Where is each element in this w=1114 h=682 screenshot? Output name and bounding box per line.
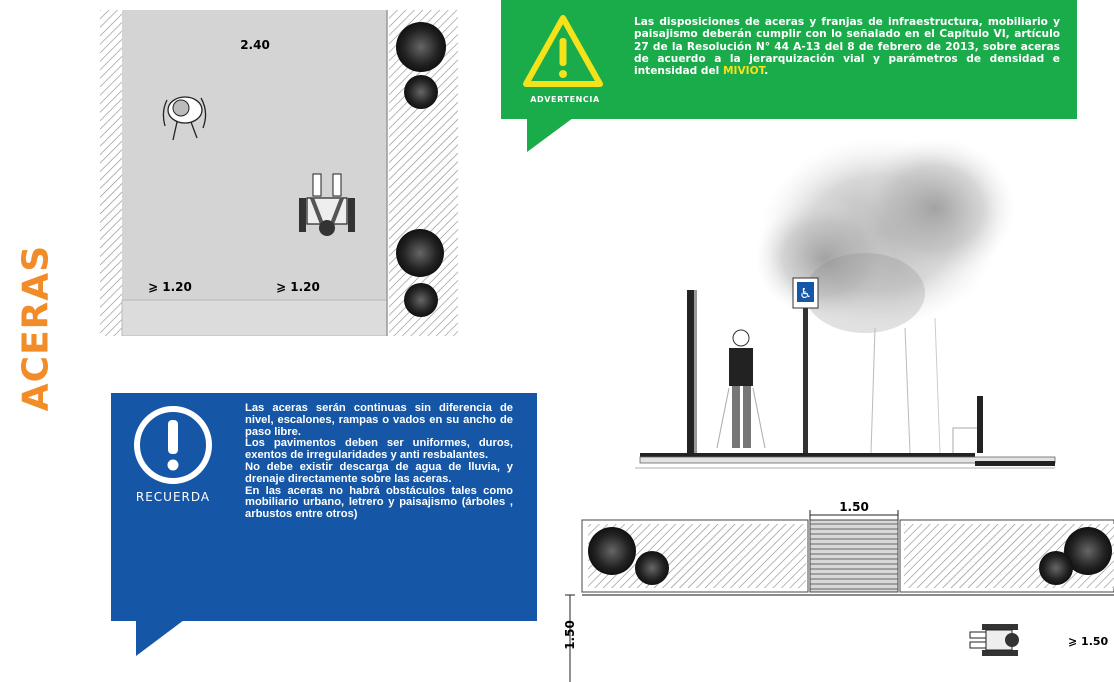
sign-post xyxy=(803,308,808,453)
reminder-callout-tail xyxy=(136,620,184,656)
reminder-label: RECUERDA xyxy=(135,490,211,504)
bush-icon xyxy=(588,527,636,575)
crosswalk-ramp xyxy=(809,519,899,593)
tree-icon xyxy=(755,138,1015,454)
accessibility-sign-icon xyxy=(797,282,814,302)
bush-icon xyxy=(404,75,438,109)
warning-highlight: MIVIOT xyxy=(723,65,765,78)
warning-text-end: . xyxy=(764,65,769,78)
bush-icon xyxy=(1064,527,1112,575)
warning-triangle-icon xyxy=(523,15,603,87)
warning-callout xyxy=(501,0,1077,119)
crossing-plan-diagram: 1.50 1.50 ⩾ 1.50 xyxy=(563,500,1114,682)
plan-width-label: 2.40 xyxy=(240,38,270,52)
bush-icon xyxy=(1039,551,1073,585)
sidewalk-surface xyxy=(122,10,387,336)
warning-label: ADVERTENCIA xyxy=(530,95,600,104)
warning-callout-tail xyxy=(527,118,573,152)
wheelchair-user-icon xyxy=(969,624,1019,656)
warning-text: Las disposiciones de aceras y franjas de… xyxy=(634,16,1060,77)
reminder-text: Las aceras serán continuas sin diferenci… xyxy=(245,402,513,521)
plan-min-left-label: ⩾ 1.20 xyxy=(148,280,192,294)
sidewalk-elevation-diagram: ♿ xyxy=(635,138,1056,469)
svg-text:♿: ♿ xyxy=(799,286,812,302)
pedestrian-icon xyxy=(162,96,207,141)
bush-icon xyxy=(404,283,438,317)
sidewalk-slab xyxy=(640,453,975,457)
crossing-min-label: ⩾ 1.50 xyxy=(1068,635,1109,648)
page-title-container: ACERAS xyxy=(12,244,60,412)
bush-icon xyxy=(635,551,669,585)
reminder-paragraph: Las aceras serán continuas sin diferenci… xyxy=(245,402,513,438)
warning-text-main: Las disposiciones de aceras y franjas de… xyxy=(634,16,1060,78)
crossing-width-label: 1.50 xyxy=(839,500,869,514)
wheelchair-user-icon xyxy=(299,173,355,236)
page-title: ACERAS xyxy=(15,244,57,412)
reminder-paragraph: En las aceras no habrá obstáculos tales … xyxy=(245,484,513,521)
standing-person-icon xyxy=(716,329,766,449)
bush-icon xyxy=(396,22,446,72)
reminder-callout xyxy=(111,393,537,621)
plan-min-right-label: ⩾ 1.20 xyxy=(276,280,320,294)
crossing-side-label: 1.50 xyxy=(563,620,577,650)
left-wall-hatch xyxy=(100,10,122,336)
info-exclamation-icon xyxy=(134,406,212,484)
sidewalk-plan-diagram: 2.40 ⩾ 1.20 ⩾ 1.20 xyxy=(100,10,458,336)
bush-icon xyxy=(396,229,444,277)
reminder-paragraph: No debe existir descarga de agua de lluv… xyxy=(245,460,513,485)
reminder-paragraph: Los pavimentos deben ser uniformes, duro… xyxy=(245,437,513,462)
